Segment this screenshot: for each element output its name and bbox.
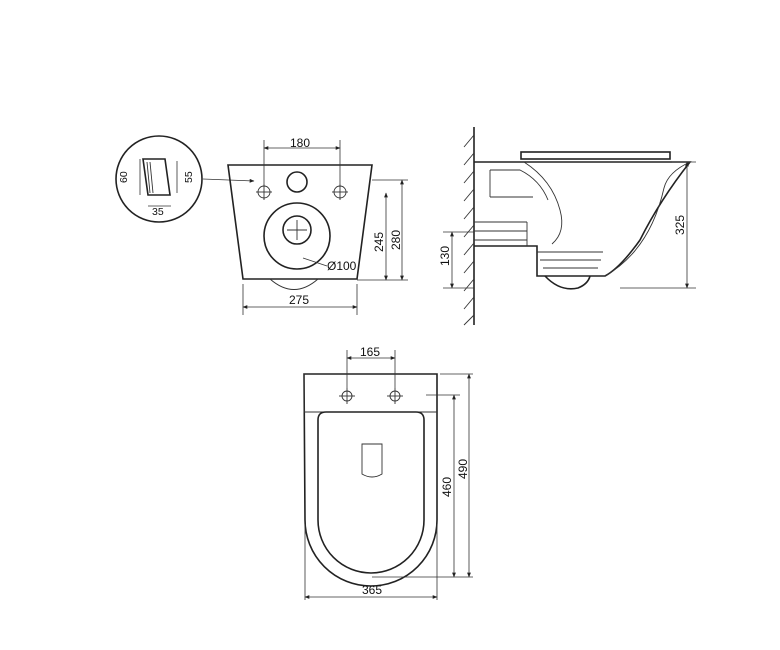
dim-inlet-inner-height: 55 (183, 171, 195, 183)
dim-outlet-height: 245 (372, 232, 386, 252)
dim-overall-length: 490 (456, 459, 470, 479)
dim-bolt-spacing-top: 165 (360, 345, 380, 359)
dim-bolt-spacing-rear: 180 (290, 136, 310, 150)
dim-overall-width: 365 (362, 583, 382, 597)
inlet-detail: 60 55 35 (115, 135, 203, 223)
side-view: 130 325 (438, 127, 696, 326)
dim-seat-length: 460 (440, 477, 454, 497)
rear-view: 180 275 245 280 Ø100 (227, 136, 408, 315)
dim-outlet-diameter: Ø100 (327, 259, 357, 273)
dim-inlet-depth: 35 (152, 206, 164, 218)
dim-side-height: 325 (673, 215, 687, 235)
dim-side-outlet-height: 130 (438, 246, 452, 266)
dim-rear-width: 275 (289, 293, 309, 307)
dim-overall-height-rear: 280 (389, 230, 403, 250)
top-view: 165 460 490 365 (303, 345, 473, 600)
dim-inlet-height: 60 (118, 171, 130, 183)
detail-leader (202, 178, 255, 183)
